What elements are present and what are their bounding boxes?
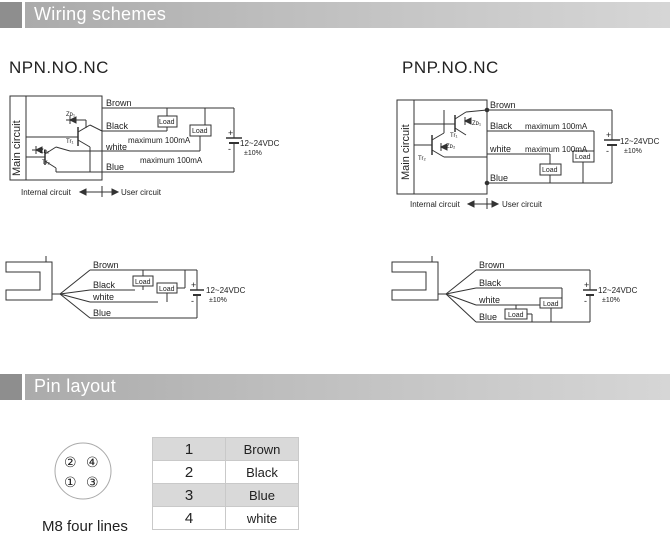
pnp-wire-blue: Blue (490, 173, 508, 183)
npn-tolerance: ±10% (244, 150, 262, 157)
npn-wire-white: white (105, 142, 127, 152)
pnp-tr2: Tr₂ (418, 156, 426, 162)
pnp-minus: - (606, 146, 609, 156)
pnp-wire-brown: Brown (490, 100, 516, 110)
pnp-zd2: Zᴅ₂ (446, 144, 456, 150)
pnp-title: PNP.NO.NC (402, 58, 499, 77)
pnp-max-2: maximum 100mA (525, 145, 588, 154)
pnp-wire-black: Black (490, 121, 513, 131)
pnp-sensor-body (391, 261, 439, 301)
pnp-tolerance: ±10% (624, 148, 642, 155)
pnp-sensor-tolerance: ±10% (602, 297, 620, 304)
pnp-internal-box (396, 99, 488, 195)
npn-zd1: Zᴅ₁ (66, 112, 75, 118)
pnp-plus: + (606, 130, 611, 140)
npn-load-2-label: Load (192, 128, 208, 135)
pnp-circuit-diagram (396, 99, 620, 209)
header-separator (22, 374, 25, 400)
pnp-internal-circuit: Internal circuit (410, 200, 461, 209)
npn-internal-box (9, 95, 103, 181)
pnp-sensor-wire-blue: Blue (479, 312, 497, 322)
npn-sensor-diagram (5, 256, 204, 319)
npn-sensor-voltage: 12~24VDC (206, 286, 246, 295)
npn-tr1: Tr₁ (66, 139, 73, 145)
pin-layout-header: Pin layout (0, 374, 670, 400)
npn-wire-brown: Brown (106, 98, 132, 108)
npn-max-2: maximum 100mA (140, 156, 203, 165)
npn-user-circuit: User circuit (121, 188, 162, 197)
npn-wire-black: Black (106, 121, 129, 131)
pnp-load-1-label: Load (575, 154, 591, 161)
connector-pin-3: ③ (86, 474, 99, 490)
table-row: 3 Blue (152, 483, 299, 507)
pin-table: 1 Brown 2 Black 3 Blue 4 white (152, 437, 299, 530)
pin-color: Blue (225, 483, 299, 507)
pnp-sensor-load-1-label: Load (543, 301, 559, 308)
npn-sensor-load-1-label: Load (135, 279, 151, 286)
table-row: 1 Brown (152, 437, 299, 461)
pnp-max-1: maximum 100mA (525, 122, 588, 131)
pnp-main-circuit-label: Main circuit (400, 124, 412, 180)
npn-sensor-minus: - (191, 296, 194, 306)
pnp-wire-white: white (489, 144, 511, 154)
pnp-sensor-minus: - (584, 296, 587, 306)
pin-number: 1 (152, 437, 226, 461)
pnp-sensor-wire-black: Black (479, 278, 502, 288)
pnp-sensor-plus: + (584, 280, 589, 290)
m8-connector-icon: ② ④ ① ③ (54, 442, 112, 500)
pin-color: Black (225, 460, 299, 484)
pin-number: 2 (152, 460, 226, 484)
pnp-user-circuit: User circuit (502, 200, 543, 209)
pnp-tr1: Tr₁ (450, 133, 457, 139)
npn-sensor-tolerance: ±10% (209, 297, 227, 304)
table-row: 4 white (152, 506, 299, 530)
npn-sensor-wire-white: white (92, 292, 114, 302)
connector-pin-2: ② (64, 454, 77, 470)
npn-max-1: maximum 100mA (128, 136, 191, 145)
npn-sensor-wire-blue: Blue (93, 308, 111, 318)
npn-sensor-wire-brown: Brown (93, 260, 119, 270)
pnp-sensor-load-2-label: Load (508, 312, 524, 319)
wiring-schemes-title: Wiring schemes (34, 4, 167, 24)
connector-caption: M8 four lines (42, 518, 128, 535)
npn-title: NPN.NO.NC (9, 58, 109, 77)
pnp-voltage: 12~24VDC (620, 137, 660, 146)
pnp-sensor-voltage: 12~24VDC (598, 286, 638, 295)
npn-main-circuit-label: Main circuit (11, 120, 23, 176)
npn-internal-circuit: Internal circuit (21, 188, 72, 197)
npn-tr2: Tr₂ (42, 160, 50, 166)
pin-number: 3 (152, 483, 226, 507)
npn-zd2: Zᴅ₂ (40, 149, 50, 155)
header-separator (22, 2, 25, 28)
npn-sensor-body (5, 261, 53, 301)
pnp-load-2-label: Load (542, 167, 558, 174)
npn-sensor-wire-black: Black (93, 280, 116, 290)
header-tab (0, 374, 22, 400)
table-row: 2 Black (152, 460, 299, 484)
pin-color: white (225, 506, 299, 530)
npn-load-1-label: Load (159, 119, 175, 126)
pnp-zd1: Zᴅ₁ (472, 121, 481, 127)
header-tab (0, 2, 22, 28)
npn-sensor-load-2-label: Load (159, 286, 175, 293)
npn-wire-blue: Blue (106, 162, 124, 172)
pnp-sensor-wire-white: white (478, 295, 500, 305)
connector-pin-4: ④ (86, 454, 99, 470)
connector-pin-1: ① (64, 474, 77, 490)
npn-sensor-plus: + (191, 280, 196, 290)
pin-number: 4 (152, 506, 226, 530)
npn-plus: + (228, 128, 233, 138)
pin-color: Brown (225, 437, 299, 461)
npn-circuit-diagram (9, 95, 242, 197)
pnp-sensor-wire-brown: Brown (479, 260, 505, 270)
npn-voltage: 12~24VDC (240, 139, 280, 148)
pin-layout-title: Pin layout (34, 376, 117, 396)
pnp-sensor-diagram (391, 256, 597, 323)
npn-minus: - (228, 144, 231, 154)
wiring-schemes-header: Wiring schemes (0, 2, 670, 28)
